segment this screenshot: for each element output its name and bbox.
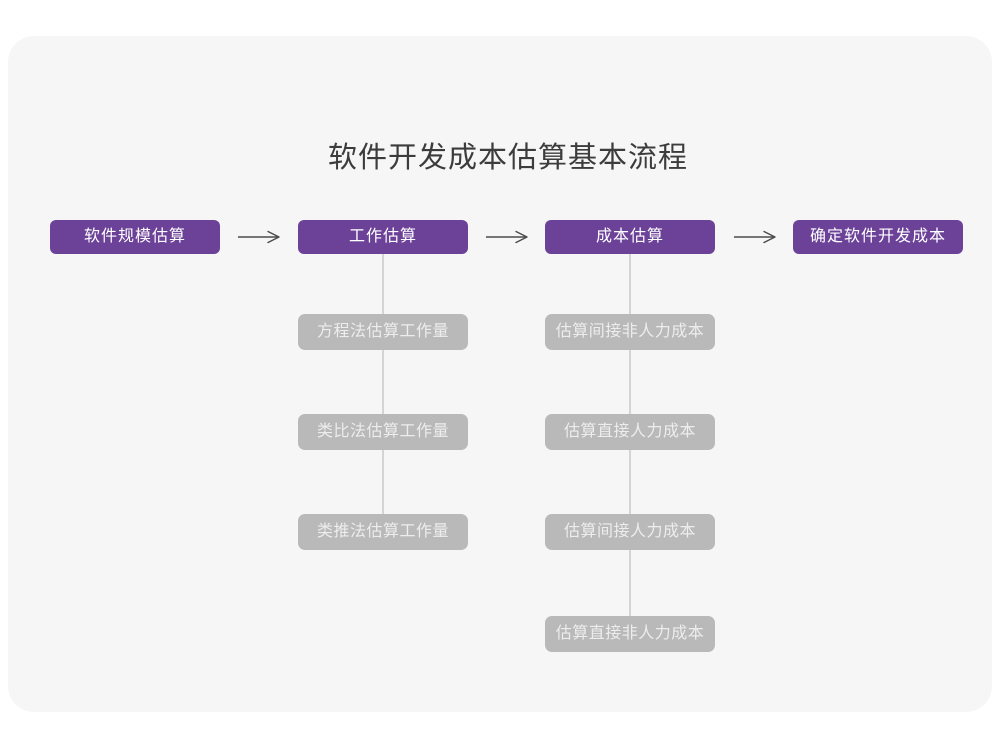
sub-box-indirect-non-labor-cost: 估算间接非人力成本 xyxy=(545,314,715,350)
stage-box-cost-estimation: 成本估算 xyxy=(545,220,715,254)
stage-box-software-scale-estimation: 软件规模估算 xyxy=(50,220,220,254)
sub-box-direct-non-labor-cost: 估算直接非人力成本 xyxy=(545,616,715,652)
work-column-connector-line xyxy=(382,254,384,534)
sub-box-equation-method-workload: 方程法估算工作量 xyxy=(298,314,468,350)
diagram-card: 软件开发成本估算基本流程 软件规模估算 工作估算 成本估算 确定软件开发成本 方… xyxy=(8,36,992,712)
right-arrow-icon xyxy=(486,230,528,244)
sub-box-indirect-labor-cost: 估算间接人力成本 xyxy=(545,514,715,550)
sub-box-extrapolation-method-workload: 类推法估算工作量 xyxy=(298,514,468,550)
stage-box-work-estimation: 工作估算 xyxy=(298,220,468,254)
right-arrow-icon xyxy=(734,230,776,244)
diagram-title: 软件开发成本估算基本流程 xyxy=(327,142,688,174)
sub-box-analogy-method-workload: 类比法估算工作量 xyxy=(298,414,468,450)
sub-box-direct-labor-cost: 估算直接人力成本 xyxy=(545,414,715,450)
right-arrow-icon xyxy=(238,230,280,244)
stage-box-determine-development-cost: 确定软件开发成本 xyxy=(793,220,963,254)
